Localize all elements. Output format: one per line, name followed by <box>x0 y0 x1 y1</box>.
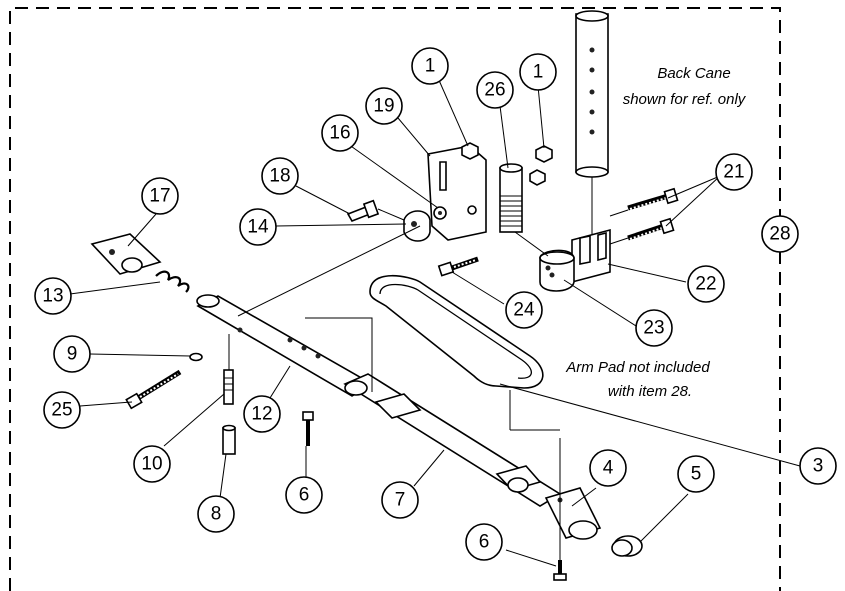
callout-5: 5 <box>677 455 715 493</box>
leader-lines <box>69 77 801 567</box>
callout-label: 3 <box>813 456 824 477</box>
callout-label: 25 <box>51 400 72 421</box>
callout-9: 9 <box>53 335 91 373</box>
callout-3: 3 <box>799 447 837 485</box>
callout-label: 24 <box>513 300 535 321</box>
callout-label: 10 <box>141 454 162 475</box>
callout-14: 14 <box>239 208 277 246</box>
threaded-post <box>499 163 523 233</box>
callout-17: 17 <box>141 177 179 215</box>
washer-spacer-bolt <box>346 199 447 242</box>
callout-label: 17 <box>149 186 170 207</box>
callout-10: 10 <box>133 445 171 483</box>
callout-label: 22 <box>695 274 716 295</box>
callout-18: 18 <box>261 157 299 195</box>
callout-23: 23 <box>635 309 673 347</box>
callout-label: 8 <box>211 504 222 525</box>
notes: Back Cane shown for ref. only Arm Pad no… <box>565 65 746 400</box>
clamp-screws <box>609 187 679 245</box>
callout-16: 16 <box>321 114 359 152</box>
clamp-assembly <box>514 228 611 292</box>
arm-pad <box>369 274 560 431</box>
callout-label: 23 <box>643 318 664 339</box>
back-cane-note-line2: shown for ref. only <box>623 91 747 108</box>
callout-bubbles: 1 1 26 19 16 18 14 17 13 9 25 12 10 8 6 … <box>34 47 837 561</box>
callout-label: 7 <box>395 490 406 511</box>
callout-label: 1 <box>425 56 436 77</box>
callout-6: 6 <box>285 476 323 514</box>
callout-21: 21 <box>715 153 753 191</box>
callout-7: 7 <box>381 481 419 519</box>
callout-label: 21 <box>723 162 744 183</box>
callout-4: 4 <box>589 449 627 487</box>
mounting-bracket <box>427 145 487 241</box>
callout-1: 1 <box>411 47 449 85</box>
assembly-boundary-frame <box>9 7 781 591</box>
callout-28: 28 <box>761 215 799 253</box>
callout-6: 6 <box>465 523 503 561</box>
callout-label: 18 <box>269 166 290 187</box>
callout-label: 6 <box>479 532 490 553</box>
callout-12: 12 <box>243 395 281 433</box>
callout-label: 6 <box>299 485 310 506</box>
callout-label: 14 <box>247 217 269 238</box>
callout-25: 25 <box>43 391 81 429</box>
callout-label: 19 <box>373 96 394 117</box>
callout-label: 26 <box>484 80 505 101</box>
callout-label: 13 <box>42 286 63 307</box>
callout-24: 24 <box>505 291 543 329</box>
pins-and-screws <box>125 334 567 581</box>
callout-8: 8 <box>197 495 235 533</box>
screw-24 <box>437 256 479 277</box>
callout-26: 26 <box>476 71 514 109</box>
callout-label: 28 <box>769 224 790 245</box>
callout-label: 12 <box>251 404 272 425</box>
back-cane-note-line1: Back Cane <box>657 65 730 82</box>
arm-pad-note-line1: Arm Pad not included <box>565 359 710 376</box>
callout-label: 5 <box>691 464 702 485</box>
callout-label: 16 <box>329 123 350 144</box>
callout-label: 1 <box>533 62 544 83</box>
callout-label: 9 <box>67 344 78 365</box>
arm-pad-note-line2: with item 28. <box>608 383 692 400</box>
arm-tube-assembly <box>90 225 643 557</box>
callout-19: 19 <box>365 87 403 125</box>
callout-1: 1 <box>519 53 557 91</box>
callout-13: 13 <box>34 277 72 315</box>
callout-22: 22 <box>687 265 725 303</box>
callout-label: 4 <box>603 458 614 479</box>
back-cane-tube <box>575 10 609 248</box>
